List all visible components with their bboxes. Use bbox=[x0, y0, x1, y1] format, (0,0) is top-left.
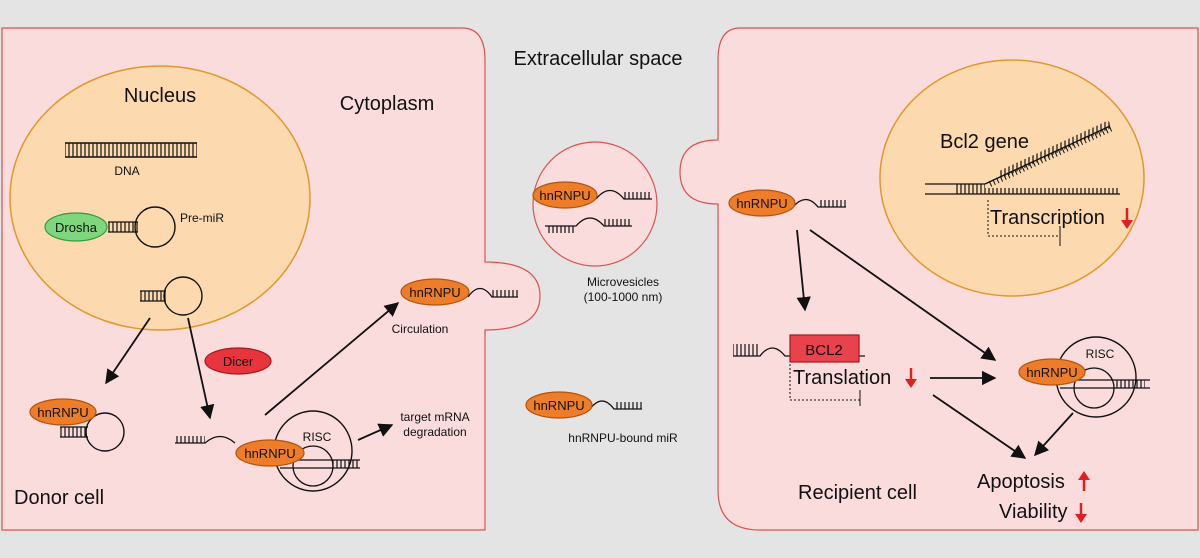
dna-label: DNA bbox=[114, 164, 139, 178]
donor-nucleus bbox=[9, 65, 311, 331]
cytoplasm-label: Cytoplasm bbox=[340, 93, 434, 115]
extracellular-label: Extracellular space bbox=[514, 48, 683, 70]
hnrnpu-protein-recipient-risc bbox=[1018, 358, 1086, 386]
dna-helix bbox=[65, 142, 197, 158]
pre-mir-label: Pre-miR bbox=[180, 211, 224, 225]
hnrnpu-bound-label: hnRNPU-bound miR bbox=[568, 431, 678, 445]
pre-mir-hairpin bbox=[108, 206, 176, 248]
bcl2-gene-label: Bcl2 gene bbox=[940, 131, 1029, 153]
hnrnpu-label-circulation: hnRNPU bbox=[409, 285, 460, 300]
hnrnpu-protein-donor-left bbox=[29, 398, 97, 426]
hnrnpu-label-donor-risc: hnRNPU bbox=[244, 446, 295, 461]
hnrnpu-label-vesicle: hnRNPU bbox=[539, 188, 590, 203]
translation-label: Translation bbox=[793, 367, 891, 389]
translation-dashed-bracket bbox=[789, 364, 860, 401]
hnrnpu-label-recipient-top: hnRNPU bbox=[736, 196, 787, 211]
arrow-recipient-to-bcl2 bbox=[796, 229, 811, 312]
hnrnpu-protein-recipient-top bbox=[728, 189, 796, 217]
viability-down-arrow bbox=[1075, 503, 1087, 523]
bcl2-mrna bbox=[733, 344, 865, 357]
bcl2-coding-box bbox=[789, 334, 860, 363]
vesicle-mir-strand-2 bbox=[545, 217, 632, 233]
donor-cell-label: Donor cell bbox=[14, 487, 104, 509]
bcl2-gene-dna bbox=[925, 120, 1120, 195]
dicer-label: Dicer bbox=[223, 354, 254, 369]
dicer-enzyme bbox=[204, 347, 272, 375]
arrow-recipient-to-risc bbox=[809, 229, 997, 361]
hnrnpu-protein-extracellular bbox=[525, 391, 593, 419]
hnrnpu-label-extracellular: hnRNPU bbox=[533, 398, 584, 413]
arrow-premir-to-dicer bbox=[187, 317, 215, 420]
microvesicles-label-line2: (100-1000 nm) bbox=[584, 290, 663, 304]
microvesicle bbox=[532, 141, 658, 267]
recipient-cell-label: Recipient cell bbox=[798, 482, 917, 504]
drosha-label: Drosha bbox=[55, 220, 98, 235]
recipient-nucleus bbox=[879, 59, 1145, 297]
hnrnpu-label-recipient-risc: hnRNPU bbox=[1026, 365, 1077, 380]
arrow-risc-to-apoptosis bbox=[1034, 412, 1074, 457]
drosha-enzyme bbox=[44, 212, 108, 242]
mature-mir-strand bbox=[175, 435, 236, 444]
hnrnpu-protein-donor-risc bbox=[235, 439, 305, 467]
transcription-down-arrow bbox=[1121, 208, 1133, 229]
arrow-premir-to-hnrnpu bbox=[105, 317, 151, 385]
exported-pre-mir bbox=[140, 276, 203, 316]
hnrnpu-protein-vesicle bbox=[532, 181, 598, 209]
target-mrna-duplex bbox=[280, 445, 360, 487]
arrow-translation-to-apoptosis bbox=[932, 394, 1027, 459]
vesicle-mir-strand-1 bbox=[595, 189, 652, 200]
hnrnpu-premir-complex bbox=[60, 412, 125, 452]
recipient-mir-strand bbox=[792, 198, 846, 208]
nucleus-label: Nucleus bbox=[124, 85, 196, 107]
bcl2-box-label: BCL2 bbox=[805, 342, 843, 359]
viability-label: Viability bbox=[999, 501, 1068, 523]
microvesicles-label-line1: Microvesicles bbox=[587, 275, 659, 289]
apoptosis-up-arrow bbox=[1078, 471, 1090, 491]
arrow-to-degradation bbox=[357, 423, 394, 441]
hnrnpu-label-donor-left: hnRNPU bbox=[37, 405, 88, 420]
circulation-label: Circulation bbox=[392, 322, 449, 336]
exported-mir-strand bbox=[467, 287, 518, 298]
transcription-label: Transcription bbox=[990, 207, 1105, 229]
apoptosis-label: Apoptosis bbox=[977, 471, 1065, 493]
translation-down-arrow bbox=[905, 368, 917, 388]
risc-label-donor: RISC bbox=[303, 430, 332, 444]
target-mrna-label-line1: target mRNA bbox=[400, 410, 469, 424]
target-mrna-label-line2: degradation bbox=[403, 425, 466, 439]
risc-label-recipient: RISC bbox=[1086, 347, 1115, 361]
arrow-to-circulation bbox=[264, 302, 400, 416]
hnrnpu-protein-circulation bbox=[400, 278, 470, 306]
